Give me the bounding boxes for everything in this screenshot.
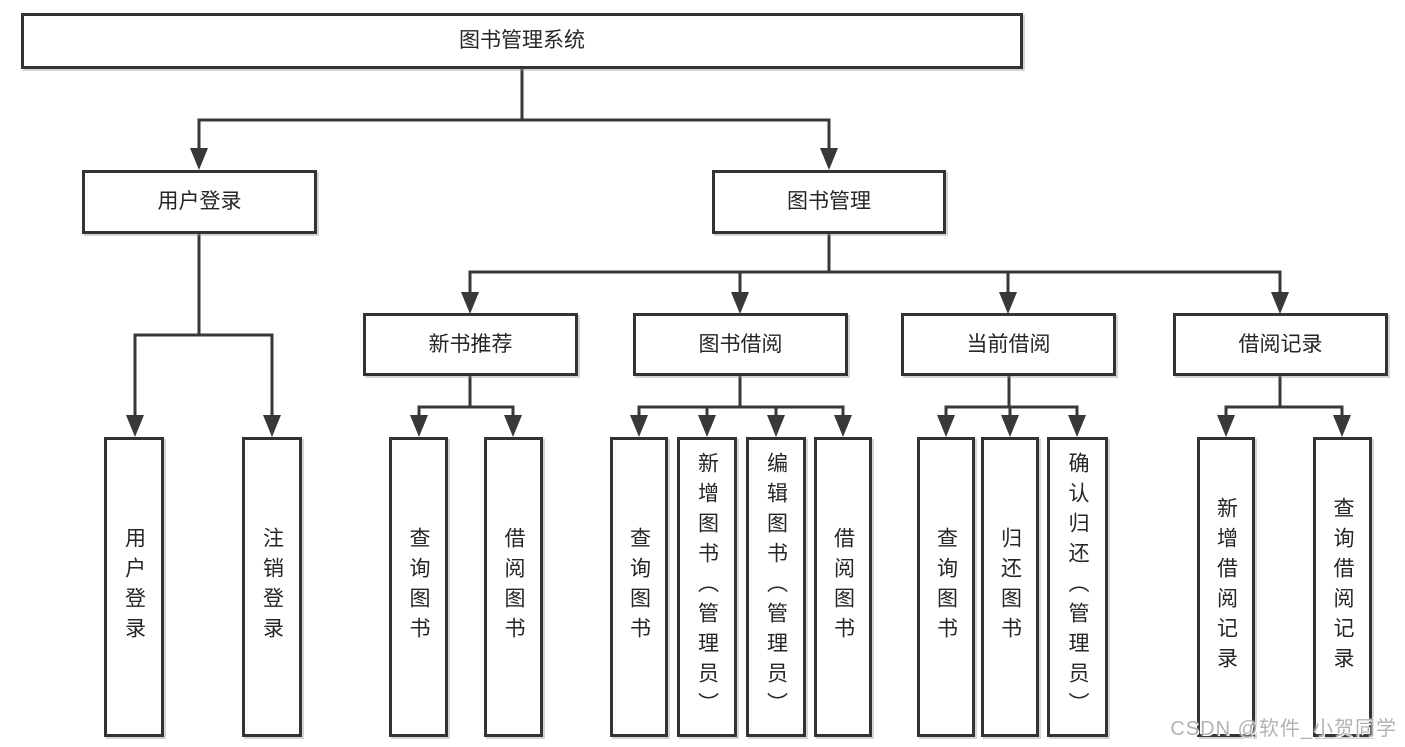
node-label: 借阅图书: [502, 527, 525, 647]
edge-book-borrow-children: [630, 376, 852, 437]
edge-current-borrow-children: [937, 376, 1086, 437]
node-label: 借阅记录: [1238, 332, 1323, 356]
leaf-query-books-recommend: 查询图书: [389, 437, 448, 737]
node-current-borrow: 当前借阅: [901, 313, 1116, 376]
node-label: 查询图书: [627, 527, 651, 647]
node-label: 注销登录: [260, 527, 284, 647]
node-label: 图书借阅: [698, 332, 783, 356]
node-user-login: 用户登录: [82, 170, 317, 234]
node-label: 归还图书: [998, 527, 1022, 647]
leaf-query-books-borrow: 查询图书: [610, 437, 668, 737]
node-book-borrow: 图书借阅: [633, 313, 848, 376]
node-label: 新书推荐: [428, 332, 513, 356]
node-label: 用户登录: [157, 190, 242, 214]
node-label: 编辑图书（管理员）: [764, 452, 788, 722]
edge-new-book-recommend-children: [410, 376, 522, 437]
node-label: 新增借阅记录: [1214, 497, 1238, 677]
leaf-borrow-books-recommend: 借阅图书: [484, 437, 543, 737]
node-label: 当前借阅: [966, 332, 1051, 356]
leaf-add-borrow-record: 新增借阅记录: [1197, 437, 1255, 737]
leaf-borrow-books: 借阅图书: [814, 437, 872, 737]
leaf-add-book-admin: 新增图书（管理员）: [677, 437, 737, 737]
node-label: 借阅图书: [831, 527, 855, 647]
node-root-library-system: 图书管理系统: [21, 13, 1023, 69]
node-label: 确认归还（管理员）: [1066, 452, 1089, 722]
edge-user-login-children: [126, 233, 281, 437]
watermark: CSDN @软件_小贺同学: [1170, 718, 1397, 740]
leaf-query-borrow-record: 查询借阅记录: [1313, 437, 1372, 737]
node-label: 图书管理系统: [459, 29, 585, 53]
leaf-query-books-current: 查询图书: [917, 437, 975, 737]
node-label: 图书管理: [787, 190, 871, 214]
node-label: 用户登录: [122, 527, 146, 647]
edge-book-management-children: [461, 234, 1289, 314]
edge-borrow-records-children: [1217, 376, 1351, 437]
leaf-user-login: 用户登录: [104, 437, 164, 737]
leaf-edit-book-admin: 编辑图书（管理员）: [746, 437, 806, 737]
node-label: 新增图书（管理员）: [695, 452, 719, 722]
node-new-book-recommend: 新书推荐: [363, 313, 578, 376]
node-label: 查询图书: [407, 527, 430, 647]
leaf-confirm-return-admin: 确认归还（管理员）: [1047, 437, 1108, 737]
leaf-return-books: 归还图书: [981, 437, 1039, 737]
node-label: 查询借阅记录: [1331, 497, 1354, 677]
leaf-logout-login: 注销登录: [242, 437, 302, 737]
node-label: 查询图书: [934, 527, 958, 647]
node-borrow-records: 借阅记录: [1173, 313, 1388, 376]
node-book-management: 图书管理: [712, 170, 946, 234]
edge-root-to-level2: [190, 69, 838, 170]
